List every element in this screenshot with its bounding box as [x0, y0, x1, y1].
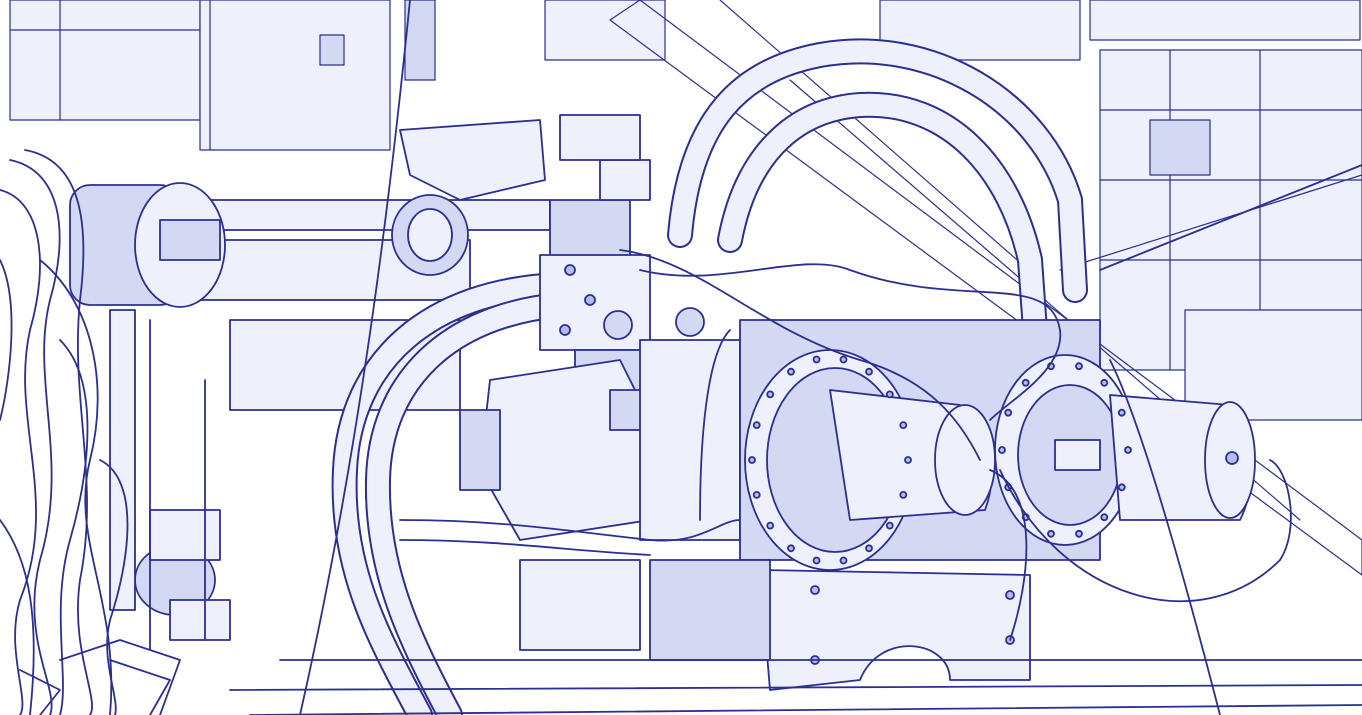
cabinet-top-center: [544, 0, 666, 61]
flange-bolt: [1124, 446, 1132, 454]
flange-bolt: [865, 367, 873, 376]
left-hydraulic-motor: [459, 339, 741, 541]
flange-bolt: [839, 556, 848, 565]
flange-bolt: [766, 521, 775, 530]
hydraulic-hoses: [331, 38, 1088, 715]
flange-bolt: [998, 446, 1006, 454]
horizontal-beam: [209, 199, 551, 231]
flange-bolt: [899, 421, 908, 430]
flange-bolt: [1075, 362, 1083, 371]
flange-bolt: [885, 390, 894, 399]
mounting-base: [229, 559, 1362, 715]
flange-bolt: [904, 456, 912, 464]
flange-bolt: [812, 355, 821, 364]
flange-bolt: [899, 490, 908, 499]
flange-bolt: [839, 355, 848, 364]
background-structure: [9, 0, 1362, 576]
flange-bolt: [812, 556, 821, 565]
flange-bolt: [865, 544, 873, 553]
flange-bolt: [748, 456, 756, 464]
thin-cables: [299, 0, 1362, 715]
diagonal-beam: [609, 0, 1362, 576]
frame-panel-top-left: [9, 0, 201, 121]
flange-bolt: [787, 367, 795, 376]
flange-bolt: [1075, 529, 1083, 538]
flange-bolt: [885, 521, 894, 530]
flange-bolt: [752, 421, 761, 430]
flange-bolt: [1100, 378, 1109, 387]
flange-bolt: [1021, 378, 1030, 387]
flange-bolt: [1100, 513, 1109, 522]
left-cable-bundle: [0, 149, 129, 715]
flange-bolt: [1117, 483, 1126, 492]
wall-panel-left: [199, 0, 391, 151]
main-motor-assembly: [739, 319, 1256, 571]
flange-bolt: [752, 490, 761, 499]
flange-bolt: [787, 544, 795, 553]
flange-bolt: [1004, 408, 1013, 417]
flange-bolt: [766, 390, 775, 399]
foreground-frame: [19, 639, 181, 715]
hopper: [399, 119, 546, 201]
flange-bolt: [1047, 529, 1055, 538]
left-machinery: [69, 119, 551, 651]
flange-bolt: [1117, 408, 1126, 417]
